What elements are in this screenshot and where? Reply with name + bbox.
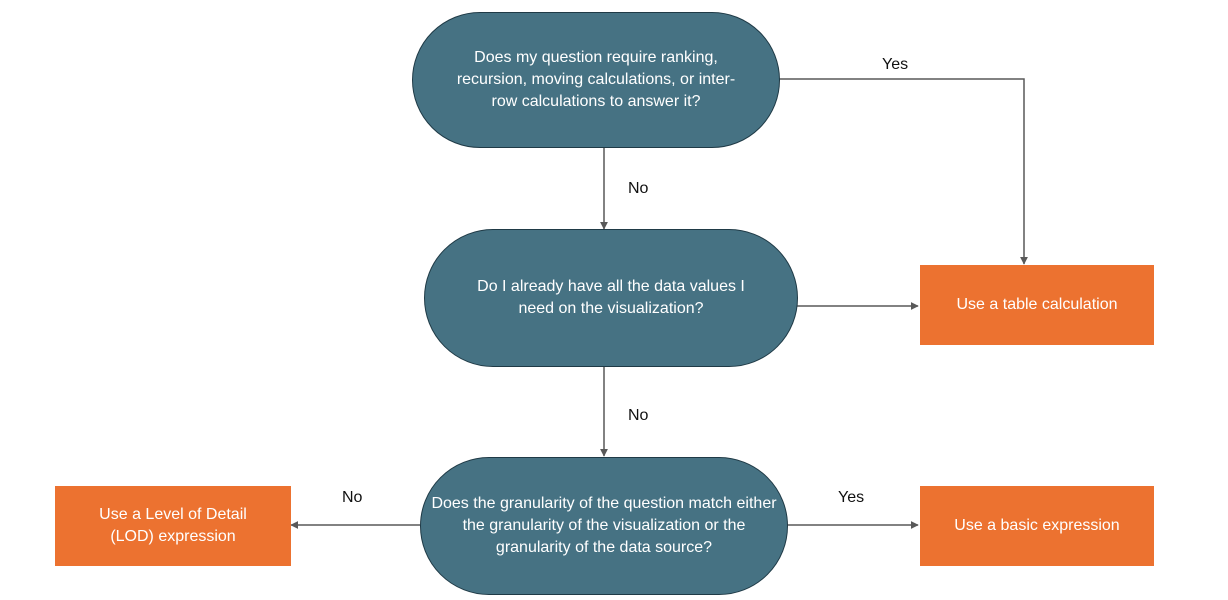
decision-requires-table-calc: Does my question require ranking, recurs… — [412, 12, 780, 148]
outcome-basic-expression-text: Use a basic expression — [954, 517, 1120, 534]
decision-granularity-match-text: Does the granularity of the question mat… — [431, 495, 777, 556]
edge-label-q3-yes: Yes — [838, 489, 865, 506]
decision-data-on-viz-text: Do I already have all the data values I … — [477, 278, 745, 317]
outcome-table-calculation: Use a table calculation — [920, 265, 1154, 345]
decision-data-on-viz: Do I already have all the data values I … — [424, 229, 798, 367]
edge-label-q2-no: No — [628, 407, 649, 424]
edge-label-q1-no: No — [628, 180, 649, 197]
outcome-table-calculation-text: Use a table calculation — [956, 296, 1118, 313]
outcome-lod-expression-text: Use a Level of Detail (LOD) expression — [99, 506, 247, 545]
edge-label-q3-no: No — [342, 489, 363, 506]
outcome-basic-expression: Use a basic expression — [920, 486, 1154, 566]
edge-label-q1-yes: Yes — [882, 56, 909, 73]
decision-requires-table-calc-text: Does my question require ranking, recurs… — [456, 49, 736, 110]
decision-granularity-match: Does the granularity of the question mat… — [420, 457, 788, 595]
arrow-q1-yes — [778, 78, 1028, 265]
outcome-lod-expression: Use a Level of Detail (LOD) expression — [55, 486, 291, 566]
